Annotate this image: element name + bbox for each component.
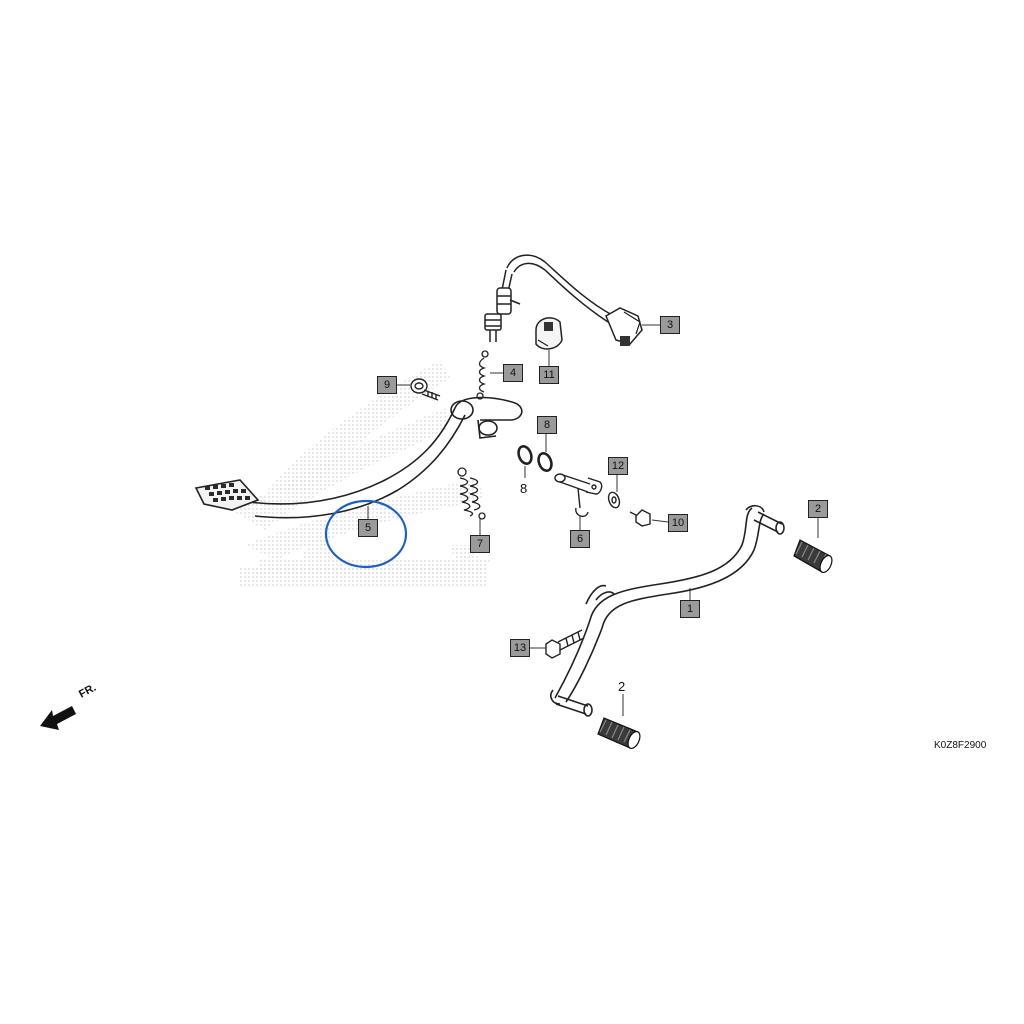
callout-13: 13	[510, 639, 530, 657]
stop-switch-spring-drawing	[476, 350, 489, 400]
callout-11: 11	[539, 366, 559, 384]
shift-peg-rubber-upper-drawing	[793, 539, 833, 574]
callout-8: 8	[537, 416, 557, 434]
brake-pedal-footpad	[194, 479, 260, 511]
brake-pedal-spring-drawing	[457, 467, 486, 520]
switch-clamp-drawing	[535, 317, 563, 350]
shift-peg-rubber-lower-drawing	[597, 717, 641, 750]
callout-5: 5	[358, 519, 378, 537]
callout-9: 9	[377, 376, 397, 394]
callout-7: 7	[470, 535, 490, 553]
washer-drawing	[607, 491, 621, 509]
gearshift-pedal-drawing	[550, 504, 785, 717]
brake-pedal-drawing	[247, 396, 523, 519]
callout-12: 12	[608, 457, 628, 475]
front-direction-arrow-icon	[40, 706, 76, 730]
pivot-bolt-drawing	[410, 378, 441, 401]
part-5-highlight-circle	[324, 499, 408, 569]
callout-10: 10	[668, 514, 688, 532]
callout-2-plain: 2	[618, 679, 626, 694]
flange-bolt-drawing	[629, 509, 651, 527]
rear-stop-switch-drawing	[484, 254, 613, 342]
callout-6: 6	[570, 530, 590, 548]
joint-pin-drawing	[554, 473, 603, 518]
honda-text-watermark	[240, 566, 488, 588]
callout-8-plain: 8	[520, 481, 528, 496]
honda-wing-watermark	[235, 360, 490, 575]
callout-3: 3	[660, 316, 680, 334]
callout-1: 1	[680, 600, 700, 618]
callout-4: 4	[503, 364, 523, 382]
o-ring-drawing	[517, 444, 553, 473]
leader-lines	[367, 324, 819, 716]
stop-switch-connector	[605, 307, 643, 346]
shift-pedal-bolt-drawing	[545, 629, 585, 659]
drawing-code: K0Z8F2900	[934, 740, 987, 751]
callout-2-upper: 2	[808, 500, 828, 518]
